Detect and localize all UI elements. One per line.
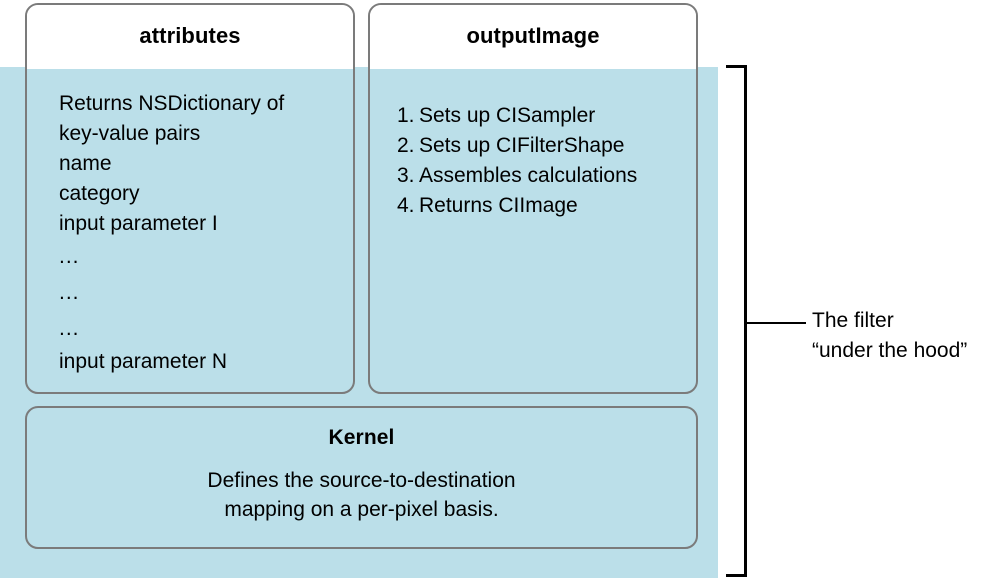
- step-text: Sets up CISampler: [419, 104, 596, 127]
- step-number: 2.: [397, 134, 415, 157]
- annotation-line-1: The filter: [812, 309, 894, 332]
- brace-vertical-line: [744, 65, 747, 577]
- step-text: Assembles calculations: [419, 164, 638, 187]
- output-image-box: outputImage 1.Sets up CISampler 2.Sets u…: [368, 3, 698, 394]
- attributes-title: attributes: [139, 23, 241, 48]
- list-item: 2.Sets up CIFilterShape: [397, 131, 686, 161]
- step-number: 1.: [397, 104, 415, 127]
- step-text: Returns CIImage: [419, 194, 578, 217]
- list-item-ellipsis: ...: [59, 281, 80, 304]
- step-text: Sets up CIFilterShape: [419, 134, 625, 157]
- brace-top-arm: [726, 65, 747, 68]
- attributes-list: Returns NSDictionary of key-value pairs …: [59, 89, 341, 377]
- attributes-header-background: [27, 5, 353, 69]
- list-item: input parameter N: [59, 350, 228, 373]
- leader-line: [745, 322, 806, 324]
- step-number: 3.: [397, 164, 415, 187]
- kernel-description-line: Defines the source-to-destination: [207, 469, 516, 492]
- annotation-line-2: “under the hood”: [812, 339, 968, 362]
- list-item: 3.Assembles calculations: [397, 161, 686, 191]
- output-image-steps-list: 1.Sets up CISampler 2.Sets up CIFilterSh…: [397, 101, 686, 221]
- output-image-header-background: [370, 5, 696, 69]
- brace-bracket: [726, 65, 747, 577]
- list-item-ellipsis: ...: [59, 245, 80, 268]
- list-item: name: [59, 152, 112, 175]
- kernel-box: Kernel Defines the source-to-destination…: [25, 406, 698, 549]
- list-item: key-value pairs: [59, 122, 201, 145]
- annotation-label: The filter “under the hood”: [812, 306, 991, 366]
- list-item: 4.Returns CIImage: [397, 191, 686, 221]
- kernel-description: Defines the source-to-destination mappin…: [27, 466, 696, 524]
- attributes-box: attributes Returns NSDictionary of key-v…: [25, 3, 355, 394]
- list-item: 1.Sets up CISampler: [397, 101, 686, 131]
- brace-bottom-arm: [726, 574, 747, 577]
- list-item: category: [59, 182, 140, 205]
- list-item-ellipsis: ...: [59, 317, 80, 340]
- blue-background-panel: [0, 67, 718, 578]
- kernel-description-line: mapping on a per-pixel basis.: [224, 498, 499, 521]
- output-image-title: outputImage: [466, 23, 600, 48]
- list-item: Returns NSDictionary of: [59, 92, 285, 115]
- step-number: 4.: [397, 194, 415, 217]
- kernel-title: Kernel: [328, 426, 395, 449]
- list-item: input parameter I: [59, 212, 218, 235]
